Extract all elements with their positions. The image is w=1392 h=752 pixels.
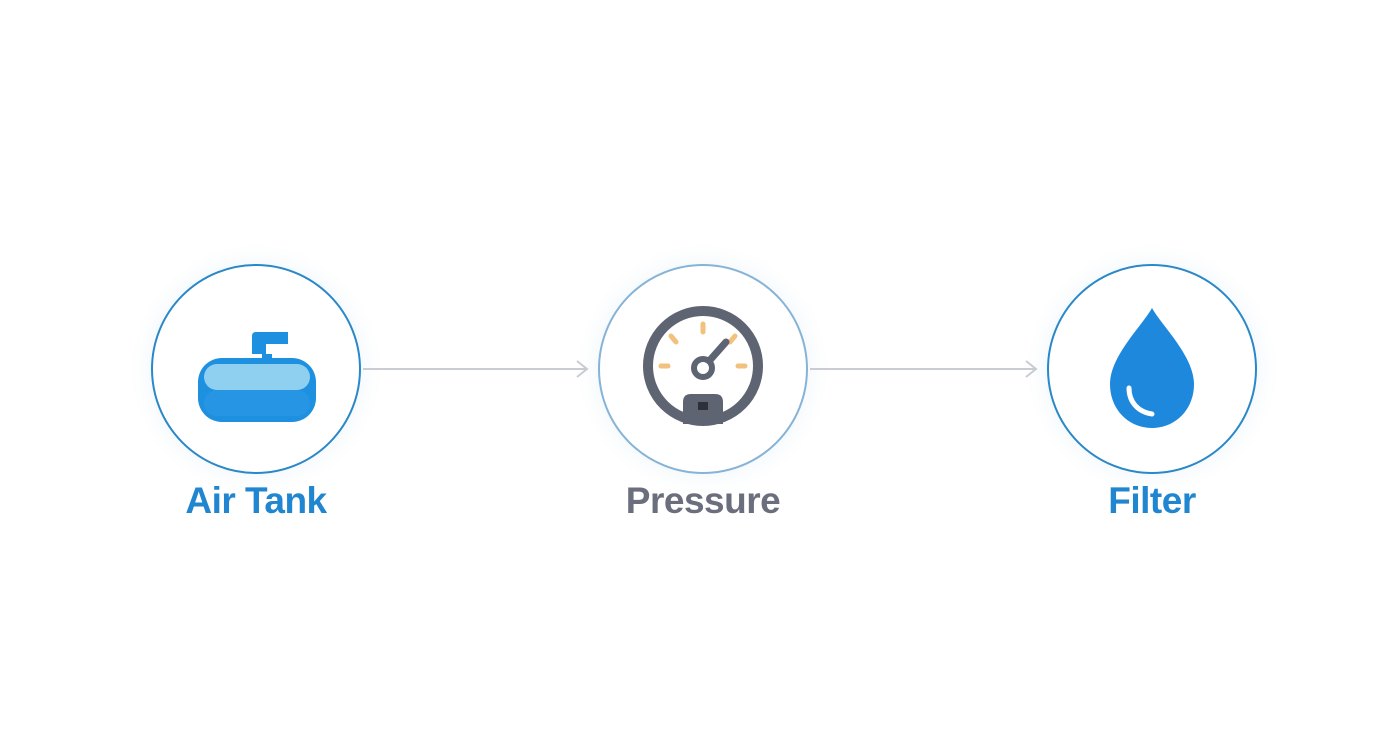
pressure-gauge-icon xyxy=(643,306,763,426)
node-circle xyxy=(598,264,808,474)
node-pressure: Pressure xyxy=(598,264,808,522)
air-tank-icon xyxy=(198,332,316,422)
node-circle xyxy=(151,264,361,474)
arrow-right-icon xyxy=(810,360,1038,378)
arrow-right-icon xyxy=(363,360,589,378)
node-air-tank: Air Tank xyxy=(151,264,361,522)
node-filter: Filter xyxy=(1047,264,1257,522)
node-label-air-tank: Air Tank xyxy=(185,480,327,521)
water-drop-icon xyxy=(1110,308,1194,428)
node-label-pressure: Pressure xyxy=(625,480,781,521)
node-label-filter: Filter xyxy=(1108,480,1196,521)
node-circle xyxy=(1047,264,1257,474)
